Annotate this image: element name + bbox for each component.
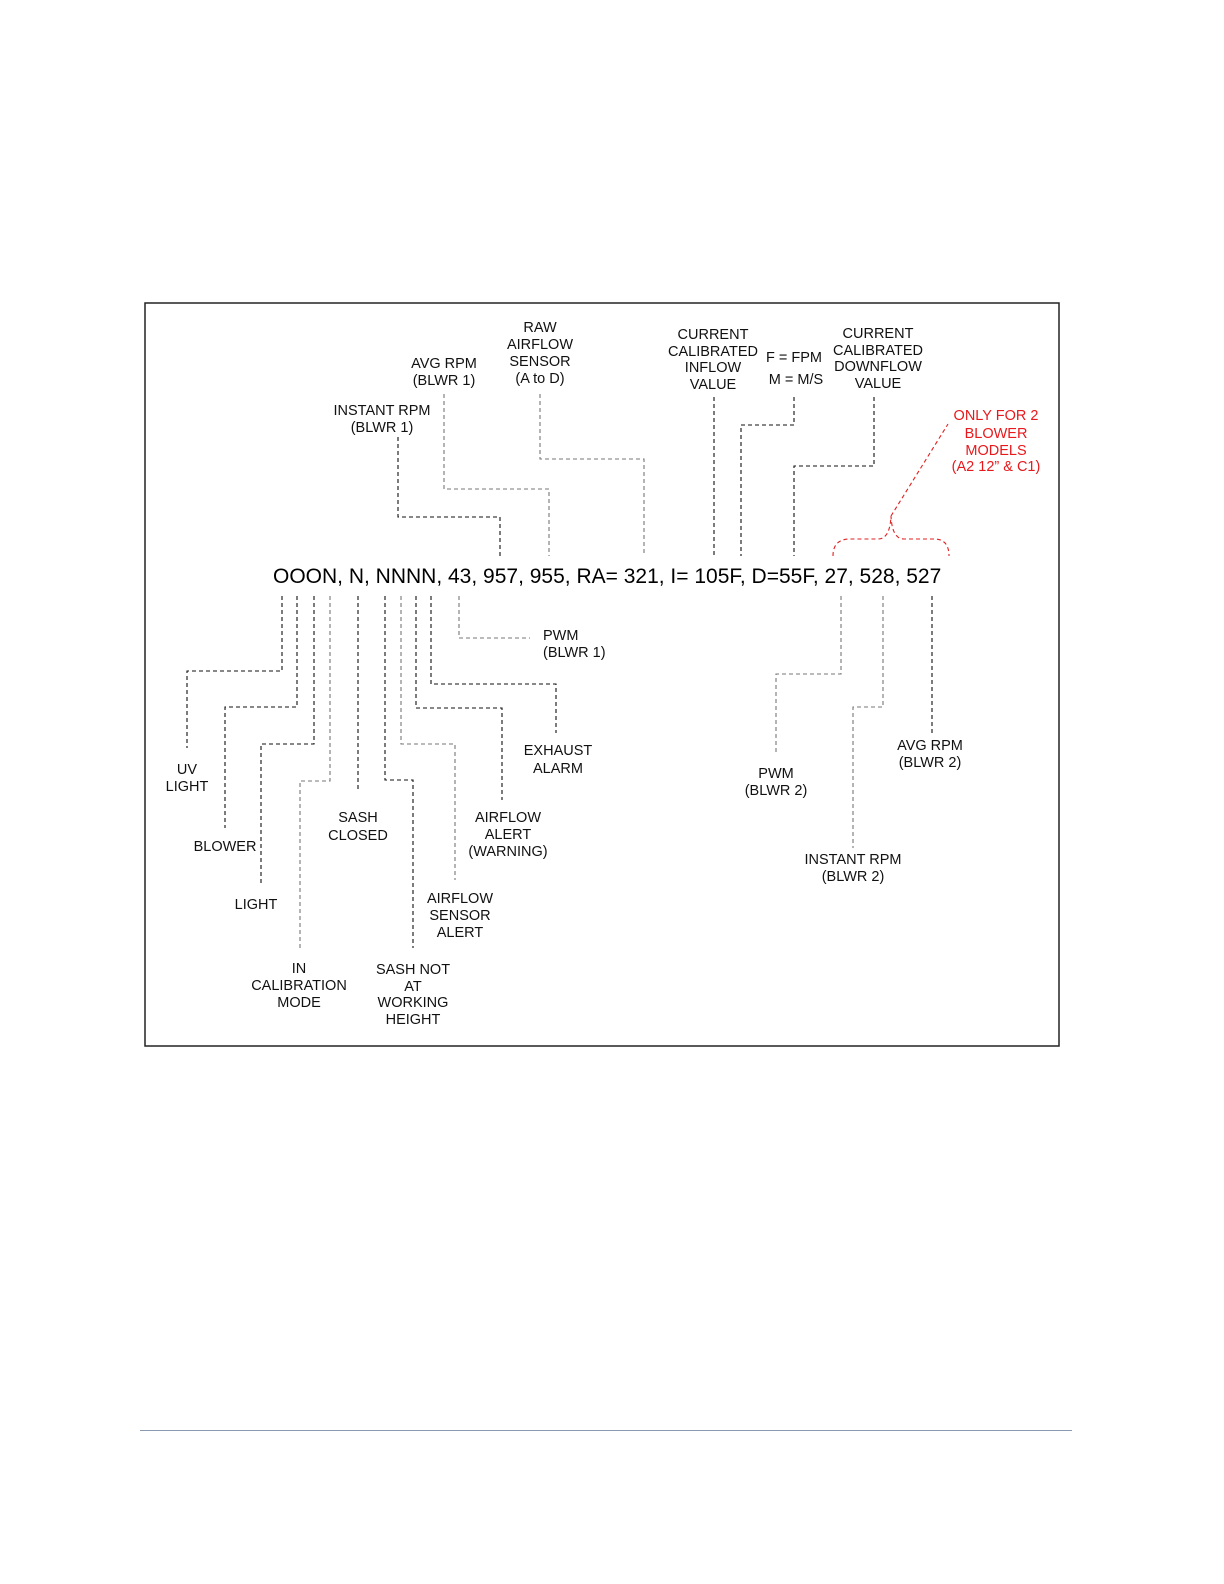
svg-text:(BLWR 2): (BLWR 2) <box>745 783 808 799</box>
svg-text:AIRFLOW: AIRFLOW <box>475 810 541 826</box>
svg-text:SENSOR: SENSOR <box>509 354 570 370</box>
svg-text:AT: AT <box>404 979 422 995</box>
svg-text:F = FPM: F = FPM <box>766 350 822 366</box>
label-blower: BLOWER <box>194 839 257 855</box>
label-instant-rpm-2: INSTANT RPM (BLWR 2) <box>805 852 902 885</box>
leader-uv-light <box>186 596 283 748</box>
svg-text:PWM: PWM <box>758 766 793 782</box>
leader-exhaust-alarm <box>430 596 557 733</box>
leader-sash-height <box>384 596 414 948</box>
svg-text:(BLWR 1): (BLWR 1) <box>351 420 414 436</box>
leader-blower <box>224 596 298 828</box>
label-inflow: CURRENT CALIBRATED INFLOW VALUE <box>668 327 758 393</box>
footer-rule <box>140 1430 1072 1431</box>
svg-text:INFLOW: INFLOW <box>685 360 742 376</box>
svg-text:PWM: PWM <box>543 628 578 644</box>
label-downflow: CURRENT CALIBRATED DOWNFLOW VALUE <box>833 326 923 392</box>
leader-light <box>260 596 315 886</box>
svg-text:CALIBRATED: CALIBRATED <box>668 344 758 360</box>
svg-text:HEIGHT: HEIGHT <box>386 1012 441 1028</box>
svg-text:CLOSED: CLOSED <box>328 828 388 844</box>
label-sash-closed: SASH CLOSED <box>328 810 388 844</box>
svg-text:AVG RPM: AVG RPM <box>411 356 477 372</box>
svg-text:AIRFLOW: AIRFLOW <box>427 891 493 907</box>
two-blower-brace <box>832 515 950 557</box>
svg-text:VALUE: VALUE <box>690 377 737 393</box>
svg-text:INSTANT RPM: INSTANT RPM <box>334 403 431 419</box>
svg-text:SASH: SASH <box>338 810 378 826</box>
svg-text:(A to D): (A to D) <box>515 371 564 387</box>
svg-text:MODELS: MODELS <box>965 443 1026 459</box>
svg-text:IN: IN <box>292 961 307 977</box>
svg-text:LIGHT: LIGHT <box>235 897 278 913</box>
svg-text:VALUE: VALUE <box>855 376 902 392</box>
svg-text:ALERT: ALERT <box>437 925 484 941</box>
svg-text:AVG RPM: AVG RPM <box>897 738 963 754</box>
svg-text:CURRENT: CURRENT <box>678 327 749 343</box>
leader-instant-rpm-1 <box>397 437 501 556</box>
leader-airflow-warning <box>415 596 503 800</box>
svg-text:ONLY FOR 2: ONLY FOR 2 <box>954 408 1039 424</box>
leader-raw-airflow <box>539 394 645 556</box>
label-avg-rpm-1: AVG RPM (BLWR 1) <box>411 356 477 389</box>
leader-calibration <box>299 596 331 948</box>
label-units: F = FPM M = M/S <box>766 350 823 388</box>
two-blower-note-leader <box>890 423 949 517</box>
label-pwm-2: PWM (BLWR 2) <box>745 766 808 799</box>
label-instant-rpm-1: INSTANT RPM (BLWR 1) <box>334 403 431 436</box>
label-exhaust-alarm: EXHAUST ALARM <box>524 743 593 777</box>
label-light: LIGHT <box>235 897 278 913</box>
svg-text:BLOWER: BLOWER <box>965 426 1028 442</box>
label-pwm-1: PWM (BLWR 1) <box>543 628 606 661</box>
svg-text:(A2 12” & C1): (A2 12” & C1) <box>952 459 1041 475</box>
label-avg-rpm-2: AVG RPM (BLWR 2) <box>897 738 963 771</box>
label-airflow-warning: AIRFLOW ALERT (WARNING) <box>468 810 547 860</box>
label-raw-airflow: RAW AIRFLOW SENSOR (A to D) <box>507 320 573 387</box>
svg-text:AIRFLOW: AIRFLOW <box>507 337 573 353</box>
leader-pwm-1 <box>458 596 530 639</box>
label-airflow-sensor: AIRFLOW SENSOR ALERT <box>427 891 493 941</box>
svg-text:CALIBRATED: CALIBRATED <box>833 343 923 359</box>
leader-airflow-sensor <box>400 596 456 880</box>
label-two-blower-note: ONLY FOR 2 BLOWER MODELS (A2 12” & C1) <box>952 408 1041 475</box>
svg-text:EXHAUST: EXHAUST <box>524 743 593 759</box>
leader-avg-rpm-1 <box>443 394 550 556</box>
leader-pwm-2 <box>775 596 842 752</box>
svg-text:BLOWER: BLOWER <box>194 839 257 855</box>
svg-text:MODE: MODE <box>277 995 321 1011</box>
leader-instant-rpm-2 <box>852 596 884 848</box>
svg-text:(BLWR 2): (BLWR 2) <box>822 869 885 885</box>
svg-text:ALERT: ALERT <box>485 827 532 843</box>
svg-text:(WARNING): (WARNING) <box>468 844 547 860</box>
label-calibration: IN CALIBRATION MODE <box>251 961 347 1011</box>
svg-text:WORKING: WORKING <box>378 995 449 1011</box>
label-uv-light: UV LIGHT <box>166 762 209 795</box>
leader-units <box>740 397 795 556</box>
svg-text:CALIBRATION: CALIBRATION <box>251 978 347 994</box>
svg-text:CURRENT: CURRENT <box>843 326 914 342</box>
svg-text:SENSOR: SENSOR <box>429 908 490 924</box>
label-sash-height: SASH NOT AT WORKING HEIGHT <box>376 962 450 1028</box>
svg-text:LIGHT: LIGHT <box>166 779 209 795</box>
diagram-frame <box>144 302 1060 1047</box>
svg-text:RAW: RAW <box>523 320 557 336</box>
svg-text:M = M/S: M = M/S <box>769 372 823 388</box>
svg-text:ALARM: ALARM <box>533 761 583 777</box>
svg-text:(BLWR 1): (BLWR 1) <box>543 645 606 661</box>
svg-text:SASH NOT: SASH NOT <box>376 962 450 978</box>
leader-downflow <box>793 397 875 556</box>
svg-text:(BLWR 2): (BLWR 2) <box>899 755 962 771</box>
svg-text:(BLWR 1): (BLWR 1) <box>413 373 476 389</box>
svg-text:UV: UV <box>177 762 197 778</box>
svg-text:DOWNFLOW: DOWNFLOW <box>834 359 922 375</box>
status-sequence: OOON, N, NNNN, 43, 957, 955, RA= 321, I=… <box>273 565 941 588</box>
svg-text:INSTANT RPM: INSTANT RPM <box>805 852 902 868</box>
